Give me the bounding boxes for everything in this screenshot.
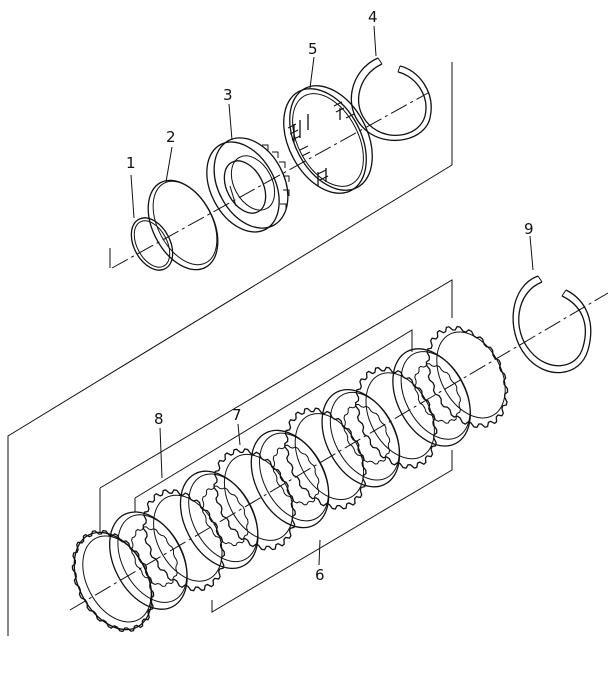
plate-inner-teeth	[343, 403, 391, 465]
part-2-washer	[147, 179, 219, 271]
callout-labels: 1 2 3 4 5 6 7 8 9	[126, 8, 534, 584]
plate-inner-teeth	[130, 526, 178, 587]
upper-assembly	[109, 25, 453, 271]
clutch-plate	[71, 529, 155, 633]
callout-1: 1	[126, 154, 136, 172]
clutch-plate	[213, 448, 296, 551]
part-1-seal	[130, 217, 174, 271]
clutch-plate	[321, 388, 401, 488]
clutch-plate	[425, 325, 509, 429]
bracket-7	[134, 329, 413, 499]
part-5-return-spring	[283, 85, 373, 194]
plate-inner-edge	[117, 514, 188, 603]
plate-outer-edge	[179, 470, 259, 570]
leader-7	[237, 423, 241, 446]
leader-1	[130, 174, 135, 219]
plate-inner-edge	[188, 473, 259, 563]
upper-center-axis	[111, 92, 429, 269]
leader-3	[228, 103, 233, 141]
clutch-plate	[250, 429, 330, 529]
plate-inner-edge	[259, 432, 329, 522]
callout-3: 3	[223, 86, 233, 104]
front-plate-edge	[73, 531, 153, 631]
plate-outer-edge	[250, 429, 330, 529]
callout-8: 8	[154, 410, 164, 428]
part-9-snap-ring	[512, 235, 592, 374]
callout-4: 4	[368, 8, 378, 26]
plate-outer-teeth	[284, 407, 367, 510]
callout-5: 5	[308, 40, 318, 58]
clutch-plate	[354, 366, 438, 469]
leader-8	[159, 427, 163, 479]
plate-outer-teeth	[71, 529, 155, 633]
part-3-piston	[206, 137, 290, 233]
clutch-plate	[142, 489, 226, 592]
leader-4	[373, 25, 377, 57]
plate-inner-teeth	[201, 485, 249, 547]
plate-outer-teeth	[425, 325, 509, 429]
callout-7: 7	[232, 406, 242, 424]
plate-inner-edge	[223, 453, 294, 541]
plate-inner-teeth	[414, 363, 462, 424]
callout-9: 9	[524, 220, 534, 238]
clutch-plate	[109, 511, 188, 610]
plate-outer-edge	[321, 388, 401, 488]
plate-inner-edge	[365, 372, 435, 460]
plate-inner-edge	[400, 351, 471, 440]
leader-6	[318, 539, 321, 566]
plate-outer-teeth	[213, 448, 296, 551]
leader-2	[165, 146, 173, 183]
clutch-discs	[71, 325, 509, 633]
bracket-8	[99, 279, 453, 489]
plate-inner-edge	[294, 413, 365, 501]
plate-inner-edge	[436, 331, 506, 419]
part-4-snap-ring	[350, 57, 432, 141]
plate-inner-edge	[329, 391, 400, 481]
clutch-plate	[284, 407, 367, 510]
bracket-6	[211, 450, 453, 613]
clutch-plate	[179, 470, 259, 570]
callout-2: 2	[166, 128, 176, 146]
clutch-plate	[392, 348, 471, 447]
leader-5	[309, 56, 315, 89]
plate-inner-edge	[153, 494, 223, 582]
callout-6: 6	[315, 566, 325, 584]
lower-clutch-pack	[69, 279, 609, 633]
plate-outer-edge	[109, 511, 188, 610]
plate-outer-teeth	[354, 366, 438, 469]
leader-9	[529, 235, 534, 271]
plate-outer-teeth	[142, 489, 226, 592]
group-connector	[7, 164, 453, 636]
plate-inner-teeth	[272, 444, 320, 506]
